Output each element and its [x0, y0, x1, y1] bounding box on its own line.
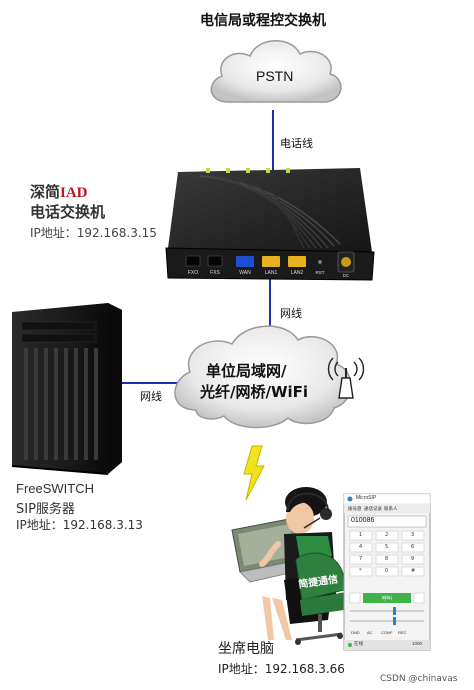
softphone-status-left: 在线: [354, 642, 363, 647]
softphone-key[interactable]: 2: [385, 532, 389, 538]
lan-cloud: [174, 325, 352, 429]
iad-port-label: FXS: [210, 270, 220, 276]
softphone-status-right: 1000: [412, 641, 423, 646]
softphone-key[interactable]: 0: [385, 568, 389, 574]
server-tower: [11, 303, 122, 475]
iad-port-label: WAN: [239, 270, 251, 276]
pstn-label: PSTN: [256, 68, 294, 84]
iad-name: 电话交换机: [30, 203, 106, 221]
net-line-left-label: 网线: [140, 390, 162, 403]
softphone-number-input[interactable]: 010086: [351, 517, 375, 524]
softphone-key[interactable]: #: [411, 568, 416, 574]
iad-brand-prefix: 深简: [30, 183, 61, 201]
softphone-key[interactable]: *: [359, 568, 362, 574]
softphone-key[interactable]: 6: [411, 544, 415, 550]
softphone-key[interactable]: 8: [385, 556, 389, 562]
softphone-key[interactable]: 9: [411, 556, 415, 562]
iad-port-label: RST: [316, 270, 325, 275]
softphone-window: [343, 493, 431, 651]
lightning-bolt-icon: [243, 445, 265, 501]
wifi-antenna-icon: [327, 357, 365, 399]
lan-cloud-line2: 光纤/网桥/WiFi: [200, 383, 309, 401]
operator-figure: [231, 487, 346, 645]
server-role: SIP服务器: [16, 502, 75, 517]
softphone-key[interactable]: 3: [411, 532, 415, 538]
iad-brand-suffix: IAD: [60, 185, 88, 201]
softphone-tab-dialpad[interactable]: 拨号盘: [348, 507, 362, 512]
iad-brand: 深简IAD: [30, 181, 88, 202]
iad-ip: IP地址：192.168.3.15: [30, 226, 157, 240]
iad-device: [165, 168, 375, 281]
pstn-cloud: [210, 40, 342, 103]
softphone-key[interactable]: 5: [385, 544, 389, 550]
softphone-tab-contacts[interactable]: 联系人: [384, 507, 398, 512]
seat-name: 坐席电脑: [218, 641, 274, 657]
diagram-title: 电信局或程控交换机: [200, 13, 326, 29]
seat-ip: IP地址：192.168.3.66: [218, 662, 345, 676]
iad-port-label: DC: [343, 273, 350, 278]
iad-port-label: LAN2: [291, 270, 304, 276]
softphone-ac-button[interactable]: AC: [367, 630, 373, 635]
softphone-dnd-button[interactable]: DND: [351, 630, 360, 635]
iad-port-label: FXO: [188, 270, 198, 276]
softphone-call-button[interactable]: 呼叫: [382, 596, 393, 602]
softphone-key[interactable]: 1: [359, 532, 363, 538]
server-name: FreeSWITCH: [16, 481, 94, 496]
server-ip: IP地址：192.168.3.13: [16, 518, 143, 532]
softphone-key[interactable]: 7: [359, 556, 363, 562]
softphone-tab-history[interactable]: 通话记录: [364, 507, 382, 512]
watermark: CSDN @chinavas: [378, 674, 460, 684]
softphone-conf-button[interactable]: CONF: [381, 630, 393, 635]
softphone-key[interactable]: 4: [359, 544, 363, 550]
phone-line-label: 电话线: [280, 137, 313, 150]
net-line-vertical-label: 网线: [280, 307, 302, 320]
softphone-rec-button[interactable]: REC: [398, 630, 407, 635]
softphone-title: MicroSIP: [356, 495, 377, 501]
lan-cloud-line1: 单位局域网/: [206, 362, 287, 380]
iad-port-label: LAN1: [265, 270, 278, 276]
